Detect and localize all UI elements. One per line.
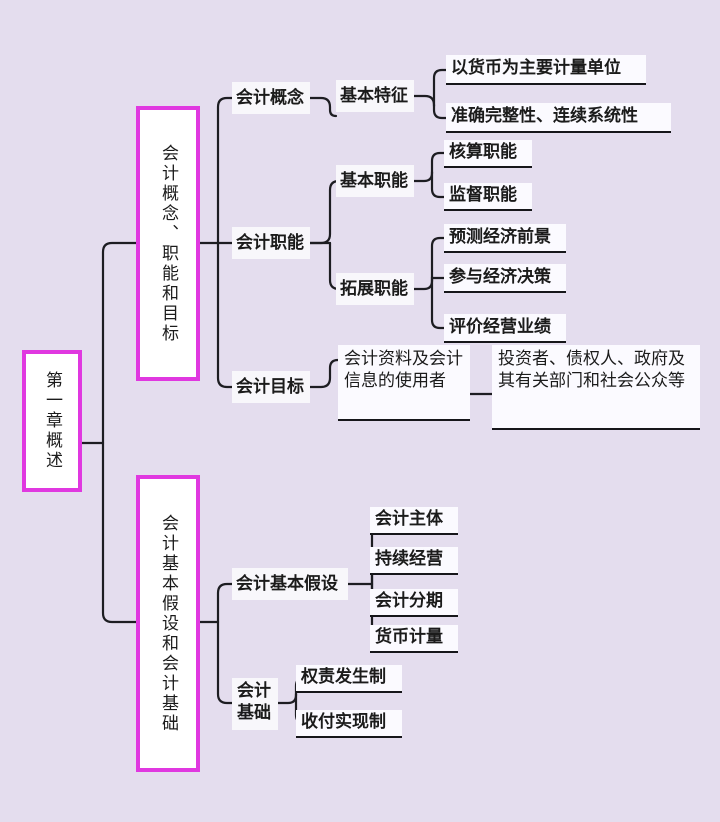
branch-node-1[interactable]: 会计概念、职能和目标 — [136, 106, 200, 381]
leaf-zhunque-wanzheng[interactable]: 准确完整性、连续系统性 — [446, 103, 671, 133]
leaf-jiandu-zhineng[interactable]: 监督职能 — [444, 183, 532, 211]
leaf-chixu-jingying[interactable]: 持续经营 — [370, 547, 458, 575]
leaf-kuaiji-zhuti[interactable]: 会计主体 — [370, 507, 458, 535]
leaf-pingjia-jingying-yeji[interactable]: 评价经营业绩 — [444, 314, 566, 343]
leaf-yuce-jingji-qianjing[interactable]: 预测经济前景 — [444, 224, 566, 253]
node-jiben-zhineng[interactable]: 基本职能 — [336, 165, 414, 197]
node-kuaiji-zhineng[interactable]: 会计职能 — [232, 227, 310, 259]
leaf-hesuan-zhineng[interactable]: 核算职能 — [444, 140, 532, 168]
node-kuaiji-mubiao[interactable]: 会计目标 — [232, 371, 310, 403]
node-jiben-jiashe[interactable]: 会计基本假设 — [232, 568, 348, 600]
leaf-huobi-jiliang[interactable]: 货币计量 — [370, 625, 458, 653]
root-node[interactable]: 第一章概述 — [22, 350, 82, 492]
leaf-touzizhe-zhaiquanren[interactable]: 投资者、债权人、政府及其有关部门和社会公众等 — [492, 345, 700, 430]
node-tuozhan-zhineng[interactable]: 拓展职能 — [336, 273, 414, 305]
node-shiyongzhe[interactable]: 会计资料及会计信息的使用者 — [338, 345, 470, 421]
leaf-kuaiji-fenqi[interactable]: 会计分期 — [370, 589, 458, 617]
branch-node-2[interactable]: 会计基本假设和会计基础 — [136, 475, 200, 772]
leaf-huobi-jiliang-danwei[interactable]: 以货币为主要计量单位 — [446, 55, 646, 85]
leaf-shoufu-shixianzhi[interactable]: 收付实现制 — [296, 710, 402, 738]
node-jiben-tezheng[interactable]: 基本特征 — [336, 80, 414, 112]
leaf-canyu-jingji-juece[interactable]: 参与经济决策 — [444, 264, 566, 293]
leaf-quanze-fashengzhi[interactable]: 权责发生制 — [296, 665, 402, 693]
node-kuaiji-jichu[interactable]: 会计基础 — [232, 678, 278, 730]
node-kuaiji-gainian[interactable]: 会计概念 — [232, 82, 310, 114]
